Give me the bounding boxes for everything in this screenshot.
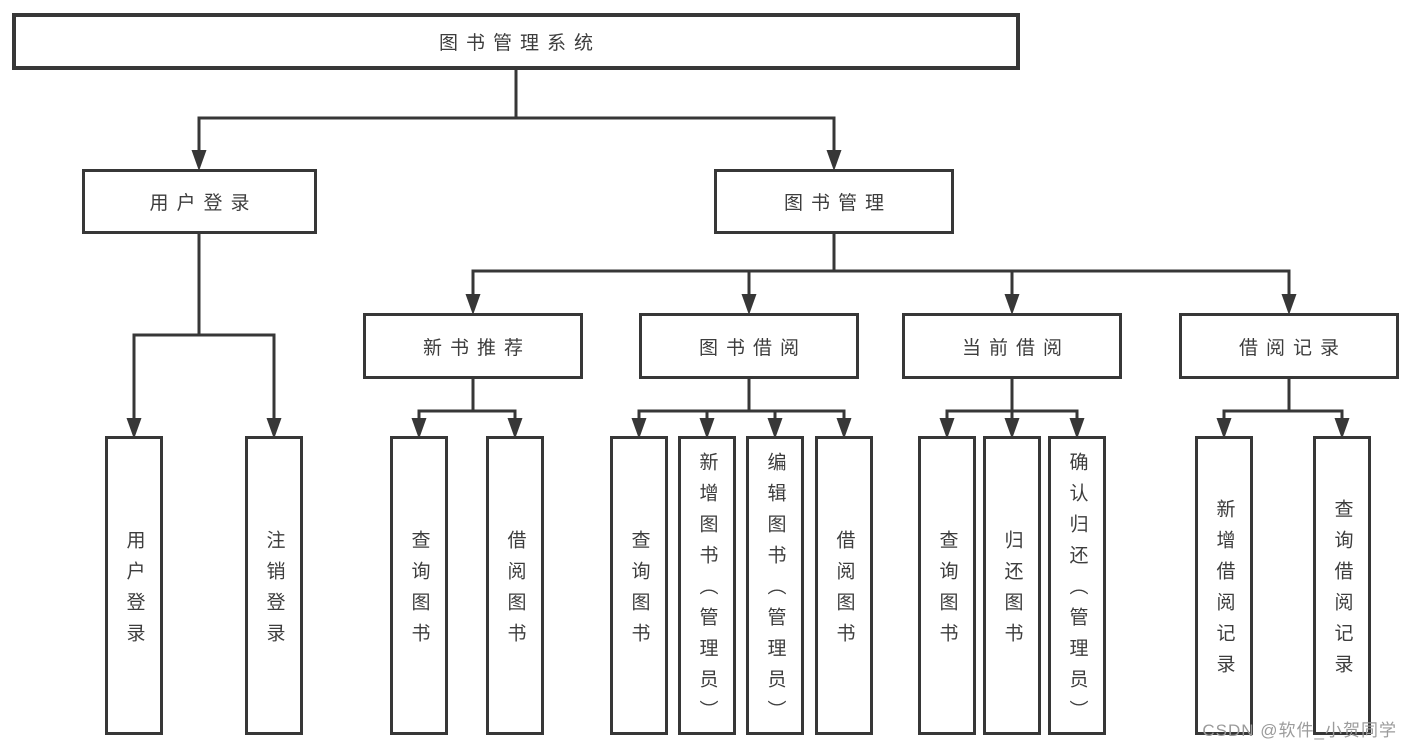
node-new-book-recommend-label: 新书推荐 xyxy=(422,337,531,359)
leaf-newrec-query-books-label: 查询图书 xyxy=(408,529,430,654)
node-current-borrow: 当前借阅 xyxy=(902,313,1122,379)
leaf-borrow-books-label: 借阅图书 xyxy=(833,529,855,654)
leaf-current-query-books: 查询图书 xyxy=(918,436,976,735)
leaf-borrow-query-books-label: 查询图书 xyxy=(628,529,650,654)
node-root: 图书管理系统 xyxy=(12,13,1020,70)
leaf-current-query-books-label: 查询图书 xyxy=(936,529,958,654)
leaf-add-borrow-record: 新增借阅记录 xyxy=(1195,436,1253,735)
leaf-return-books-label: 归还图书 xyxy=(1001,529,1023,654)
node-root-label: 图书管理系统 xyxy=(438,33,601,54)
node-book-borrow-label: 图书借阅 xyxy=(698,337,807,359)
leaf-borrow-books: 借阅图书 xyxy=(815,436,873,735)
leaf-return-books: 归还图书 xyxy=(983,436,1041,735)
leaf-newrec-borrow-books: 借阅图书 xyxy=(486,436,544,735)
leaf-newrec-query-books: 查询图书 xyxy=(390,436,448,735)
node-book-management-label: 图书管理 xyxy=(783,193,892,214)
leaf-add-books-admin: 新增图书（管理员） xyxy=(678,436,736,735)
arrowheads xyxy=(126,150,1350,439)
watermark: CSDN @软件_小贺同学 xyxy=(1202,721,1397,740)
leaf-confirm-return-admin: 确认归还（管理员） xyxy=(1048,436,1106,735)
connector-level3-rail xyxy=(471,269,1291,300)
leaf-query-borrow-record: 查询借阅记录 xyxy=(1313,436,1371,735)
leaf-newrec-borrow-books-label: 借阅图书 xyxy=(504,529,526,654)
leaf-logout-label: 注销登录 xyxy=(263,529,285,654)
leaf-borrow-query-books: 查询图书 xyxy=(610,436,668,735)
node-user-login: 用户登录 xyxy=(82,169,317,234)
leaf-user-login-label: 用户登录 xyxy=(123,529,145,654)
leaf-query-borrow-record-label: 查询借阅记录 xyxy=(1331,498,1353,685)
connector-book-borrow-rail xyxy=(637,409,846,424)
connector-borrow-records-rail xyxy=(1222,409,1344,424)
connector-level2-rail xyxy=(197,116,836,156)
connector-new-book-rail xyxy=(417,409,517,424)
leaf-user-login: 用户登录 xyxy=(105,436,163,735)
node-book-management: 图书管理 xyxy=(714,169,954,234)
leaf-add-borrow-record-label: 新增借阅记录 xyxy=(1213,498,1235,685)
node-book-borrow: 图书借阅 xyxy=(639,313,859,379)
node-borrow-records: 借阅记录 xyxy=(1179,313,1399,379)
node-new-book-recommend: 新书推荐 xyxy=(363,313,583,379)
leaf-add-books-admin-label: 新增图书（管理员） xyxy=(696,452,718,731)
leaf-edit-books-admin: 编辑图书（管理员） xyxy=(746,436,804,735)
node-user-login-label: 用户登录 xyxy=(149,193,258,214)
leaf-logout: 注销登录 xyxy=(245,436,303,735)
node-current-borrow-label: 当前借阅 xyxy=(961,337,1070,359)
leaf-confirm-return-admin-label: 确认归还（管理员） xyxy=(1066,452,1088,731)
leaf-edit-books-admin-label: 编辑图书（管理员） xyxy=(764,452,786,731)
connector-user-login-rail xyxy=(132,333,276,424)
node-borrow-records-label: 借阅记录 xyxy=(1238,337,1347,359)
